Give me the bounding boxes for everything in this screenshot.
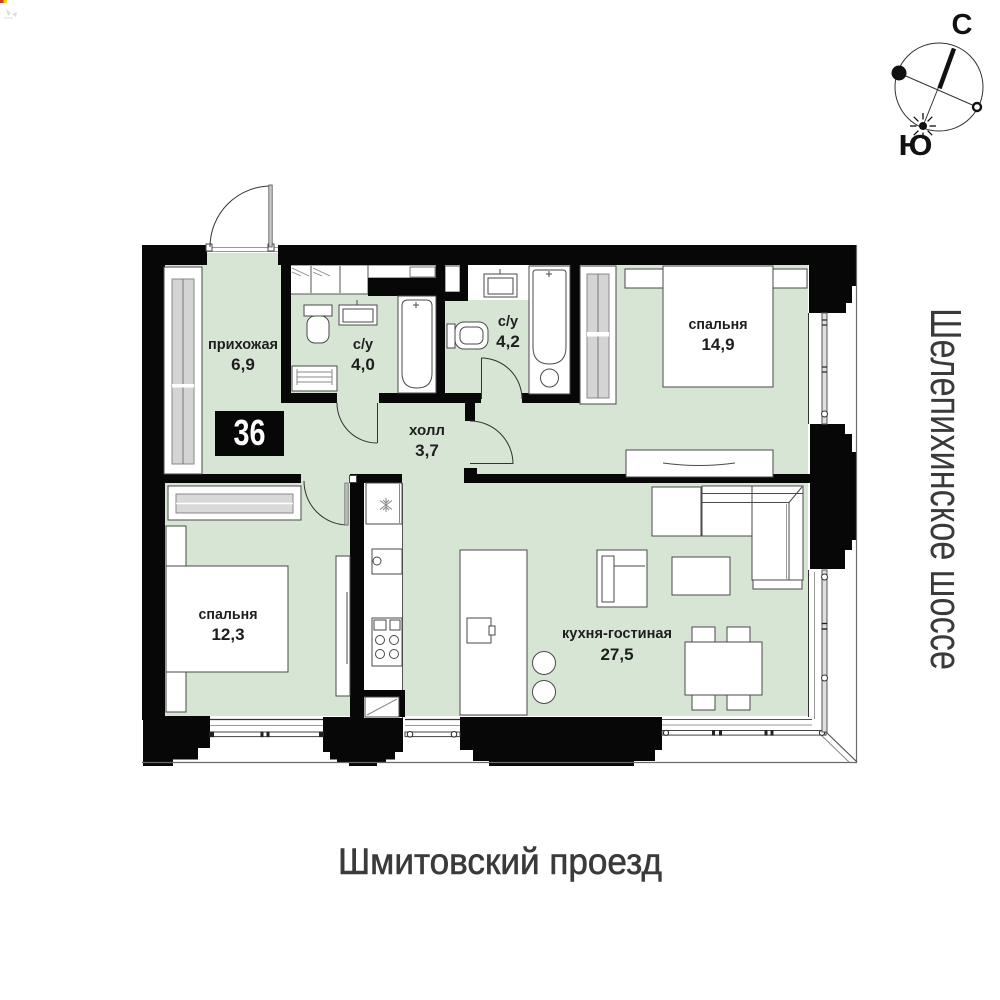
svg-text:12,3: 12,3: [211, 625, 244, 644]
svg-text:4,0: 4,0: [351, 355, 375, 374]
svg-text:с/у: с/у: [498, 314, 518, 330]
svg-text:Шелепихинское шоссе: Шелепихинское шоссе: [921, 308, 970, 670]
svg-text:С: С: [952, 9, 973, 41]
svg-text:6,9: 6,9: [231, 355, 255, 374]
svg-text:27,5: 27,5: [600, 645, 633, 664]
svg-text:спальня: спальня: [199, 607, 258, 623]
svg-text:спальня: спальня: [689, 317, 748, 333]
svg-text:прихожая: прихожая: [208, 337, 278, 353]
svg-text:3,7: 3,7: [415, 441, 439, 460]
svg-text:кухня-гостиная: кухня-гостиная: [562, 626, 672, 642]
svg-text:Ю: Ю: [899, 130, 933, 162]
svg-text:холл: холл: [409, 423, 445, 439]
svg-text:36: 36: [234, 412, 266, 453]
svg-text:14,9: 14,9: [701, 335, 734, 354]
svg-text:4,2: 4,2: [496, 332, 520, 351]
svg-text:с/у: с/у: [353, 337, 373, 353]
svg-text:Шмитовский проезд: Шмитовский проезд: [338, 841, 662, 882]
